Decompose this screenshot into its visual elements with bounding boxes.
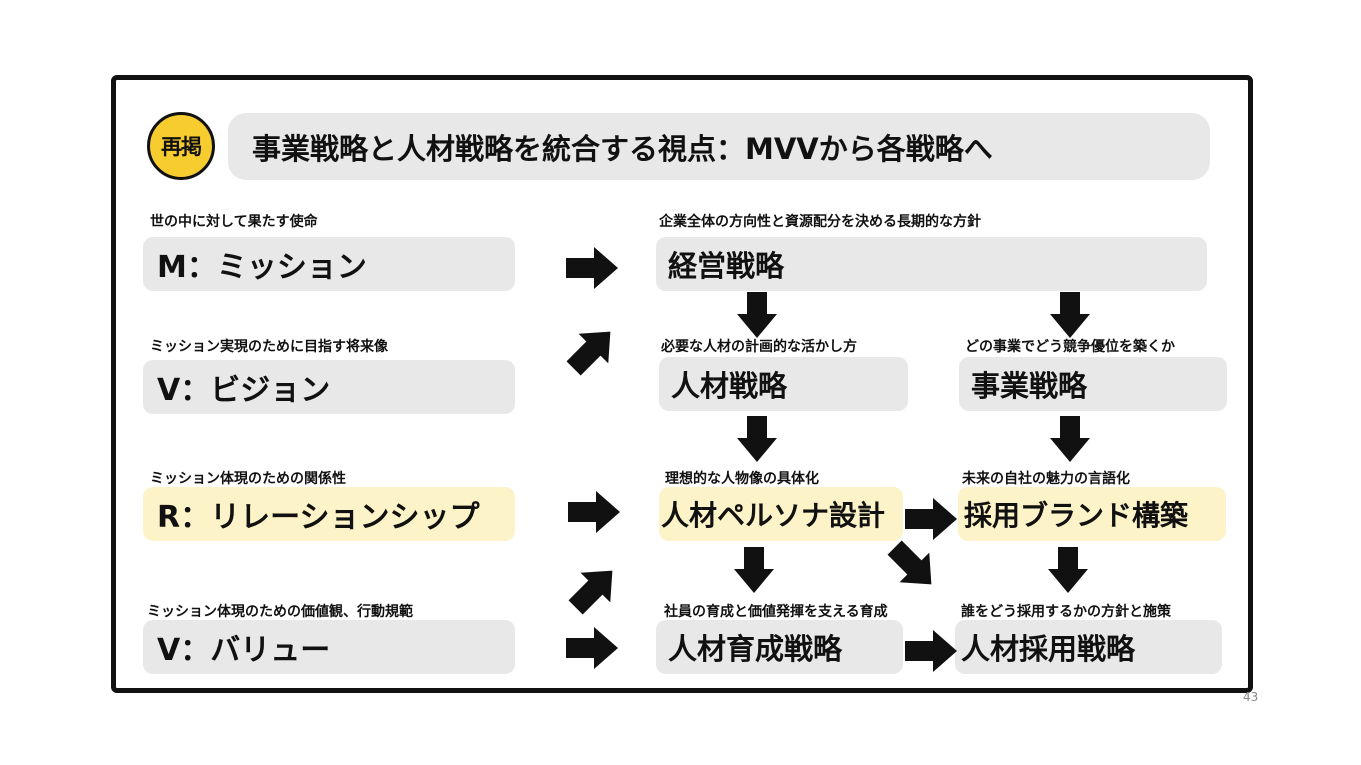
business-strategy-label: 事業戦略 [971,369,1088,403]
development-label: 人材育成戦略 [668,632,843,666]
persona-label: 人材ペルソナ設計 [661,499,886,532]
mission-label: M：ミッション [157,250,367,285]
brand-caption: 未来の自社の魅力の言語化 [962,471,1130,487]
hr-strategy-caption: 必要な人材の計画的な活かし方 [661,339,857,355]
hr-strategy-label: 人材戦略 [671,369,788,403]
vision-label: V：ビジョン [157,373,331,408]
vision-caption: ミッション実現のために目指す将来像 [150,339,388,355]
management-box: 経営戦略 [656,237,1207,291]
relationship-label: R：リレーションシップ [157,500,480,535]
persona-caption: 理想的な人物像の具体化 [665,471,819,487]
value-caption: ミッション体現のための価値観、行動規範 [147,604,413,620]
value-box: V：バリュー [143,620,515,674]
relationship-caption: ミッション体現のための関係性 [150,471,346,487]
management-label: 経営戦略 [668,249,785,283]
repost-badge: 再掲 [147,112,215,180]
recruiting-box: 人材採用戦略 [955,620,1222,674]
mission-box: M：ミッション [143,237,515,291]
persona-box: 人材ペルソナ設計 [659,487,903,541]
slide-title: 事業戦略と人材戦略を統合する視点：MVVから各戦略へ [228,113,1210,180]
mission-caption: 世の中に対して果たす使命 [150,214,318,230]
value-label: V：バリュー [157,633,331,668]
development-box: 人材育成戦略 [656,620,903,674]
hr-strategy-box: 人材戦略 [659,357,908,411]
development-caption: 社員の育成と価値発揮を支える育成 [664,604,888,620]
business-strategy-box: 事業戦略 [959,357,1227,411]
page-number: 43 [1243,690,1259,704]
management-caption: 企業全体の方向性と資源配分を決める長期的な方針 [659,214,981,230]
business-strategy-caption: どの事業でどう競争優位を築くか [965,339,1175,355]
brand-box: 採用ブランド構築 [958,487,1226,541]
relationship-box: R：リレーションシップ [143,487,515,541]
vision-box: V：ビジョン [143,360,515,414]
recruiting-caption: 誰をどう採用するかの方針と施策 [961,604,1171,620]
recruiting-label: 人材採用戦略 [961,632,1136,666]
brand-label: 採用ブランド構築 [964,499,1189,532]
